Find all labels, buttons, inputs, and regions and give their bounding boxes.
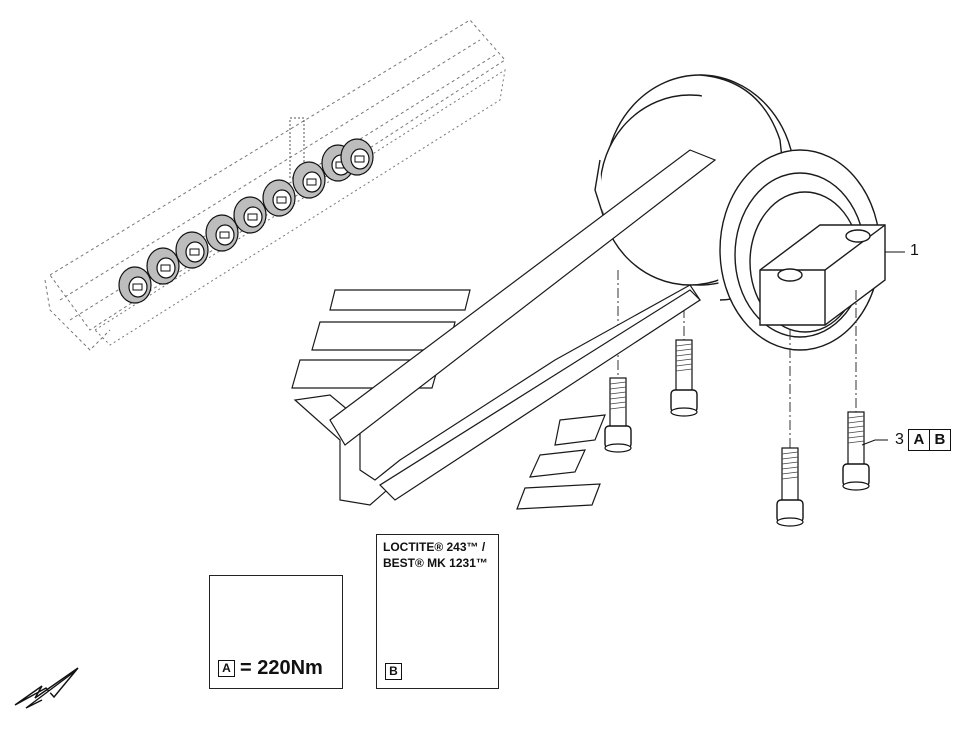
ref-a-label: A	[909, 430, 930, 450]
bolts	[604, 339, 870, 527]
ref-b-label: B	[934, 431, 946, 448]
track-roller	[594, 74, 886, 351]
threadlocker-line-2: BEST® MK 1231™	[383, 556, 488, 570]
track-roller-small	[118, 266, 152, 304]
callout-label-3: 3	[895, 431, 904, 448]
torque-spec-row: A = 220Nm	[218, 657, 323, 680]
callout-group-3: 3 A B	[895, 429, 951, 451]
track-roller-small	[233, 196, 267, 234]
track-rollers	[118, 138, 374, 304]
bolt	[842, 411, 870, 491]
ref-box-a: A B	[907, 429, 951, 451]
threadlocker-line-1: LOCTITE® 243™ /	[383, 540, 486, 554]
track-roller-small	[292, 161, 326, 199]
track-roller-small	[205, 214, 239, 252]
threadlocker-ref-b: B	[385, 663, 402, 680]
callout-label-1: 1	[910, 242, 919, 259]
leader-lines	[861, 251, 905, 446]
torque-spec-box: A = 220Nm	[209, 575, 343, 689]
track-roller-small	[262, 179, 296, 217]
track-roller-small	[146, 247, 180, 285]
front-arrow-icon	[14, 667, 79, 709]
torque-value: = 220Nm	[240, 657, 323, 679]
torque-ref-a: A	[218, 660, 235, 677]
bolt	[776, 447, 804, 527]
track-roller-small	[340, 138, 374, 176]
track-roller-small	[175, 231, 209, 269]
threadlocker-spec-box: LOCTITE® 243™ / BEST® MK 1231™ B	[376, 534, 499, 689]
bolt	[670, 339, 698, 417]
view-indicator-shapes	[291, 149, 717, 510]
bolt	[604, 377, 632, 453]
